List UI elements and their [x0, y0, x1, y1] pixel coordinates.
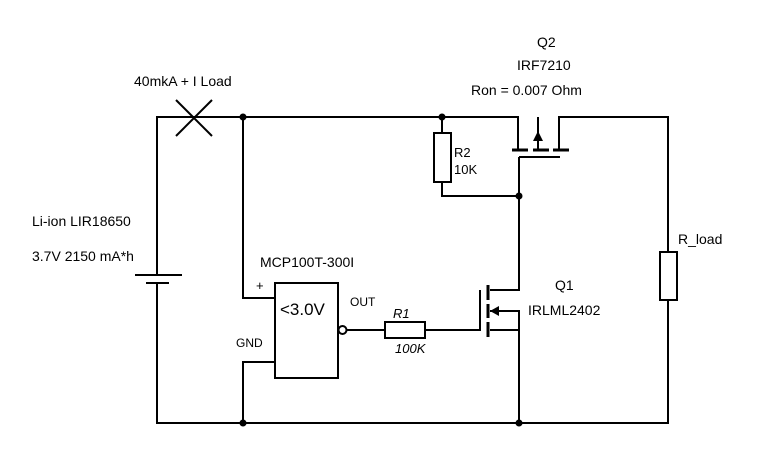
- r1-ref-label: R1: [393, 306, 410, 321]
- r2-ref-label: R2: [454, 145, 471, 160]
- mosfet-q2: [512, 117, 569, 158]
- ic-gnd-pin-label: GND: [236, 336, 263, 350]
- resistor-rload: [659, 251, 678, 301]
- output-inverter-bubble: [337, 325, 348, 335]
- rload-ref-label: R_load: [678, 231, 722, 247]
- battery-symbol: [135, 274, 182, 284]
- q1-ref-label: Q1: [555, 277, 574, 293]
- voltage-detector-ic: [274, 282, 339, 379]
- q1-part-label: IRLML2402: [528, 302, 601, 318]
- current-measure-cross: [175, 99, 213, 137]
- resistor-r1: [384, 321, 426, 339]
- battery-name-label: Li-ion LIR18650: [32, 213, 131, 229]
- r2-value-label: 10K: [454, 162, 477, 177]
- wires: [156, 116, 669, 424]
- ic-plus-pin-label: +: [256, 278, 264, 293]
- resistor-r2: [433, 132, 452, 183]
- mosfet-q1: [479, 285, 520, 337]
- ic-threshold-label: <3.0V: [280, 300, 326, 319]
- q2-ron-label: Ron = 0.007 Ohm: [471, 82, 582, 98]
- load-current-label: 40mkA + I Load: [134, 73, 232, 89]
- battery-spec-label: 3.7V 2150 mA*h: [32, 248, 134, 264]
- q2-ref-label: Q2: [537, 34, 556, 50]
- r1-value-label: 100K: [395, 341, 427, 356]
- q2-part-label: IRF7210: [517, 57, 571, 73]
- ic-part-label: MCP100T-300I: [260, 254, 354, 270]
- junction-dots: [239, 113, 523, 427]
- ic-out-pin-label: OUT: [350, 295, 376, 309]
